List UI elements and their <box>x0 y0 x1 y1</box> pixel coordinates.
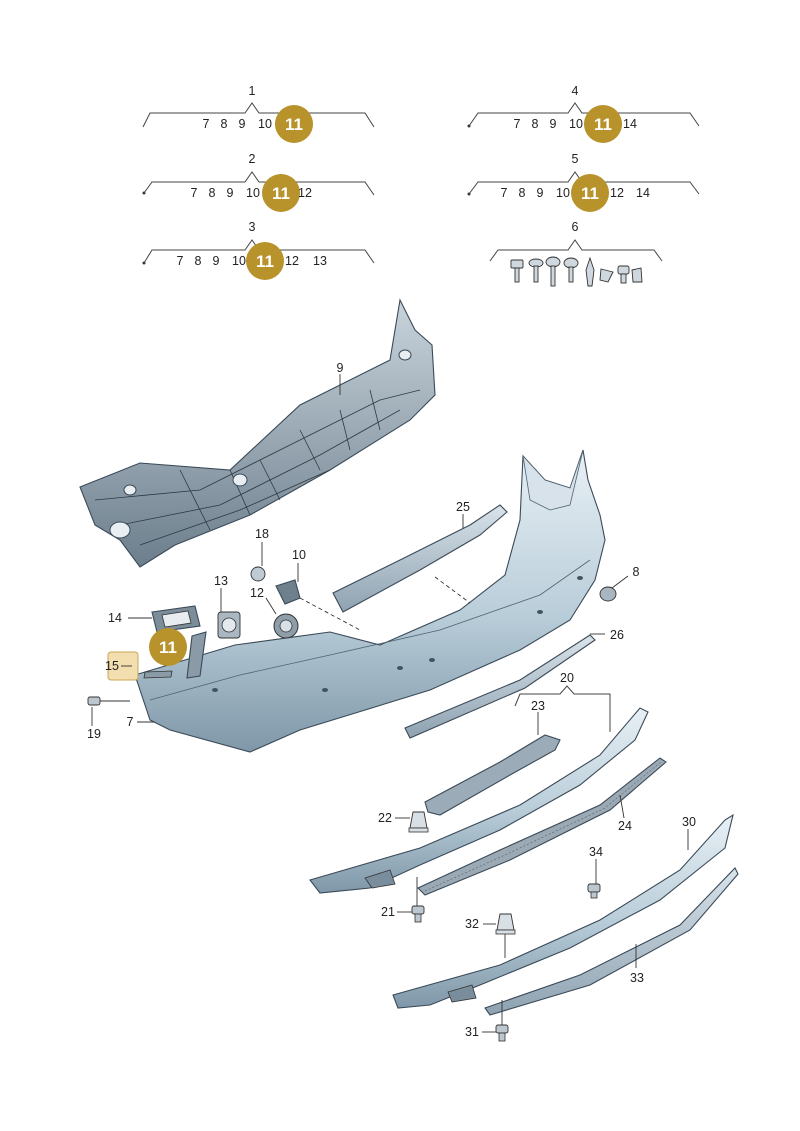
callout-13: 13 <box>214 574 228 588</box>
diffuser-part-30 <box>392 813 734 1009</box>
svg-text:11: 11 <box>594 115 612 134</box>
highlight-badge-11[interactable]: 11 <box>149 628 187 666</box>
svg-text:11: 11 <box>256 252 274 271</box>
callout-labels: 9 25 10 18 13 12 14 15 7 19 8 26 20 23 2… <box>87 361 696 1039</box>
sensor-part-12 <box>273 613 299 639</box>
callout-10: 10 <box>292 548 306 562</box>
callout-19: 19 <box>87 727 101 741</box>
group-number-6: 6 <box>572 220 579 234</box>
screw-part-34 <box>587 883 601 899</box>
screw-part-31 <box>495 1024 509 1042</box>
trim-strip-part-25 <box>332 504 508 613</box>
group-1-item: 8 <box>221 117 228 131</box>
group-legend-2: 2 7 8 9 10 11 12 <box>142 152 375 212</box>
highlight-badge-11[interactable]: 11 <box>571 174 609 212</box>
group-4-item: 14 <box>623 117 637 131</box>
callout-30: 30 <box>682 815 696 829</box>
highlight-badge-11[interactable]: 11 <box>262 174 300 212</box>
group-1-item: 10 <box>258 117 272 131</box>
group-3-item: 9 <box>213 254 220 268</box>
callout-33: 33 <box>630 971 644 985</box>
clip-part-22 <box>408 811 429 833</box>
callout-22: 22 <box>378 811 392 825</box>
group-legend-4: 4 7 8 9 10 11 14 <box>467 84 700 143</box>
group-2-item: 9 <box>227 186 234 200</box>
group-4-item: 9 <box>550 117 557 131</box>
bracket-part-23 <box>424 734 561 816</box>
callout-12: 12 <box>250 586 264 600</box>
callout-31: 31 <box>465 1025 479 1039</box>
group-number-3: 3 <box>249 220 256 234</box>
callout-15: 15 <box>105 659 119 673</box>
holder-part-13 <box>217 611 241 639</box>
group-legend-1: 1 7 8 9 10 11 <box>142 84 375 143</box>
diffuser-part-20 <box>309 707 649 894</box>
group-5-item: 8 <box>519 186 526 200</box>
callout-20: 20 <box>560 671 574 685</box>
fastener-set-icons <box>510 256 643 287</box>
group-3-item: 8 <box>195 254 202 268</box>
trim-strip-part-33 <box>484 867 739 1016</box>
group-5-item: 14 <box>636 186 650 200</box>
group-2-item: 12 <box>298 186 312 200</box>
trim-strip-part-26 <box>404 634 596 739</box>
callout-7: 7 <box>127 715 134 729</box>
group-3-item: 12 <box>285 254 299 268</box>
cap-part-8 <box>599 586 617 602</box>
group-2-item: 8 <box>209 186 216 200</box>
group-5-item: 7 <box>501 186 508 200</box>
group-5-item: 12 <box>610 186 624 200</box>
callout-21: 21 <box>381 905 395 919</box>
frame-part-14 <box>151 605 201 633</box>
bumper-cover-part-7 <box>134 449 606 753</box>
group-number-2: 2 <box>249 152 256 166</box>
svg-text:11: 11 <box>285 115 303 134</box>
group-legend-3: 3 7 8 9 10 11 12 13 <box>142 220 375 280</box>
bracket-part-10 <box>275 579 301 605</box>
callout-14: 14 <box>108 611 122 625</box>
group-number-4: 4 <box>572 84 579 98</box>
callout-24: 24 <box>618 819 632 833</box>
callout-18: 18 <box>255 527 269 541</box>
leader-lines <box>91 374 689 1033</box>
screw-part-19 <box>87 696 101 706</box>
reflector-part-11 <box>186 631 207 679</box>
grille-part-24 <box>417 757 667 896</box>
group-5-item: 10 <box>556 186 570 200</box>
group-number-1: 1 <box>249 84 256 98</box>
group-1-item: 7 <box>203 117 210 131</box>
callout-23: 23 <box>531 699 545 713</box>
highlight-badge-11[interactable]: 11 <box>584 105 622 143</box>
group-4-item: 8 <box>532 117 539 131</box>
group-5-item: 9 <box>537 186 544 200</box>
group-number-5: 5 <box>572 152 579 166</box>
group-3-item: 10 <box>232 254 246 268</box>
grommet-part-18 <box>250 566 266 582</box>
callout-25: 25 <box>456 500 470 514</box>
group-legend-5: 5 7 8 9 10 11 12 14 <box>467 152 700 212</box>
callout-9: 9 <box>337 361 344 375</box>
group-legend-6: 6 <box>489 220 663 287</box>
callout-26: 26 <box>610 628 624 642</box>
screw-part-21 <box>411 905 425 923</box>
callout-34: 34 <box>589 845 603 859</box>
group-3-item: 13 <box>313 254 327 268</box>
group-4-item: 7 <box>514 117 521 131</box>
svg-text:11: 11 <box>581 184 599 203</box>
svg-text:11: 11 <box>272 184 290 203</box>
group-3-item: 7 <box>177 254 184 268</box>
group-4-item: 10 <box>569 117 583 131</box>
group-2-item: 10 <box>246 186 260 200</box>
svg-text:11: 11 <box>159 638 177 657</box>
group-1-item: 9 <box>239 117 246 131</box>
highlight-badge-11[interactable]: 11 <box>246 242 284 280</box>
group-2-item: 7 <box>191 186 198 200</box>
highlight-badge-11[interactable]: 11 <box>275 105 313 143</box>
bumper-carrier-part-9 <box>79 298 436 568</box>
callout-32: 32 <box>465 917 479 931</box>
callout-8: 8 <box>633 565 640 579</box>
clip-part-32 <box>495 913 516 935</box>
